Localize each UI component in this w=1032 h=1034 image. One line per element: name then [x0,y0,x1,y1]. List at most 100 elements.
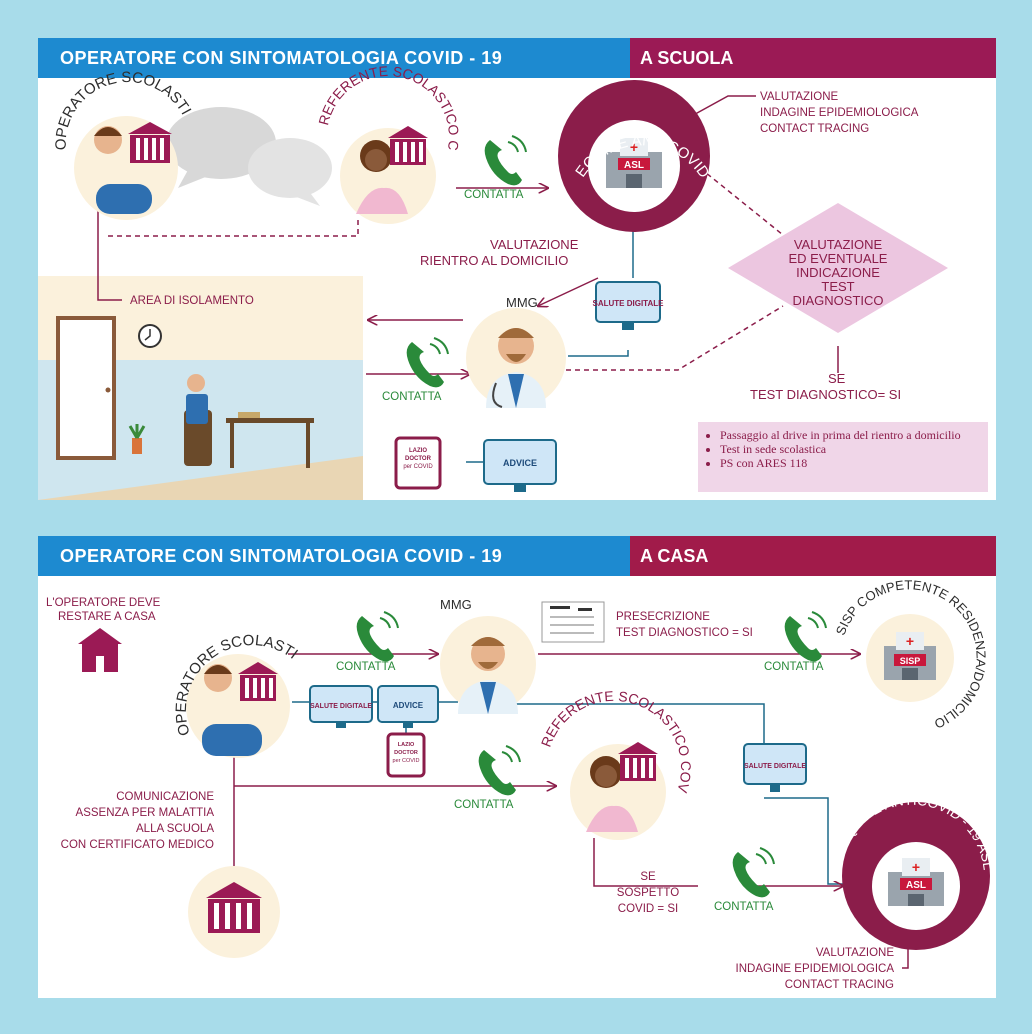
eval-line: VALUTAZIONE [760,91,839,103]
comm-line: CON CERTIFICATO MEDICO [60,839,214,851]
diamond-line: TEST [821,279,855,294]
lazio-line: per COVID [403,464,433,470]
advice-label: ADVICE [393,701,424,710]
contatta-label: CONTATTA [454,799,514,811]
panel-header: OPERATORE CON SINTOMATOLOGIA COVID - 19 … [38,38,996,78]
svg-text:+: + [912,859,920,875]
lazio-doctor-app-icon[interactable]: LAZIO DOCTOR per COVID [394,436,442,490]
door [56,316,116,460]
phone-icon[interactable] [784,611,827,662]
hospital-icon: + [888,858,944,906]
asl-label: ASL [624,160,644,171]
eval-line: INDAGINE EPIDEMIOLOGICA [735,963,894,975]
rientro-line: RIENTRO AL DOMICILIO [420,253,569,268]
eval-line: CONTACT TRACING [760,123,870,135]
sospetto-line: SOSPETTO [616,887,680,899]
mmg-label: MMG [440,597,472,612]
contatta-label: CONTATTA [764,661,824,673]
diamond-line: INDICAZIONE [796,265,880,280]
area-label: AREA DI ISOLAMENTO [130,295,254,307]
test-si-label: TEST DIAGNOSTICO= SI [750,387,902,402]
asl-label: ASL [906,880,926,891]
phone-icon[interactable] [406,337,449,388]
lazio-line: LAZIO [398,742,415,748]
prescr-line: TEST DIAGNOSTICO = SI [616,627,753,639]
contatta-label: CONTATTA [382,391,442,403]
speech-bubbles [166,107,332,206]
deve-line: RESTARE A CASA [58,611,156,623]
school-building-icon [188,866,280,958]
school-building-icon [238,662,278,701]
rientro-line: VALUTAZIONE [490,237,579,252]
header-title-magenta: A CASA [630,536,996,576]
bullet-item: PS con ARES 118 [720,456,988,470]
school-building-icon [388,126,428,165]
monitor-icon[interactable]: SALUTE DIGITALE [743,743,807,792]
svg-text:+: + [906,633,914,649]
school-building-icon [128,122,172,163]
panel-home-graphics: OPERATORE SCOLASTICO [38,536,996,969]
referente-avatar [570,742,666,840]
lazio-line: DOCTOR [394,750,418,756]
eval-line: CONTACT TRACING [784,979,894,991]
lazio-doctor-app-icon[interactable]: LAZIO DOCTOR per COVID [386,732,426,778]
comm-line: ALLA SCUOLA [136,823,214,835]
prescription-doc-icon [541,601,605,643]
bullet-item: Test in sede scolastica [720,442,988,456]
salute-label: SALUTE DIGITALE [593,299,665,308]
seated-person [184,374,212,466]
monitor-icon[interactable]: ADVICE [483,439,557,492]
phone-icon[interactable] [732,847,775,898]
se-label: SE [828,371,846,386]
hospital-icon: + [606,138,662,188]
referente-avatar [340,126,436,224]
phone-icon[interactable] [356,611,399,662]
contatta-label: CONTATTA [336,661,396,673]
sospetto-line: SE [640,871,656,883]
svg-text:+: + [630,139,638,155]
clock-icon [138,324,162,348]
sisp-badge-label: SISP [900,656,921,666]
diamond-line: ED EVENTUALE [788,251,888,266]
doctor-avatar [466,308,566,408]
mmg-label: MMG [506,295,538,310]
comm-line: COMUNICAZIONE [116,791,214,803]
school-building-icon [618,742,658,781]
doctor-avatar [440,616,536,714]
header-title-blue: OPERATORE CON SINTOMATOLOGIA COVID - 19 [38,536,630,576]
eval-line: VALUTAZIONE [815,947,894,959]
monitor-icon[interactable]: SALUTE DIGITALE [309,685,373,728]
header-title-magenta: A SCUOLA [630,38,996,78]
phone-icon[interactable] [484,135,527,186]
monitor-icon[interactable]: SALUTE DIGITALE [593,281,665,330]
eval-line: INDAGINE EPIDEMIOLOGICA [760,107,919,119]
salute-label: SALUTE DIGITALE [744,763,806,770]
operatore-avatar [74,116,178,220]
comm-line: ASSENZA PER MALATTIA [75,807,214,819]
decision-diamond [728,203,948,333]
header-title-blue: OPERATORE CON SINTOMATOLOGIA COVID - 19 [38,38,630,78]
diamond-line: VALUTAZIONE [793,237,883,252]
phone-icon[interactable] [478,745,521,796]
sospetto-line: COVID = SI [617,903,679,915]
test-options-box: Passaggio al drive in prima del rientro … [698,422,988,492]
panel-school-graphics: OPERATORE SCOLASTICO REFERENTE SCOLASTIC… [38,38,948,500]
plant-icon [128,424,146,454]
contatta-label: CONTATTA [464,189,524,201]
deve-line: L'OPERATORE DEVE [46,597,161,609]
diamond-line: DIAGNOSTICO [792,293,884,308]
panel-school: OPERATORE CON SINTOMATOLOGIA COVID - 19 … [38,38,996,500]
operatore-avatar [186,654,290,758]
lazio-line: LAZIO [409,448,427,454]
contatta-label: CONTATTA [714,901,774,913]
monitor-icon[interactable]: ADVICE [377,685,439,728]
prescr-line: PRESECRIZIONE [616,611,710,623]
sisp-badge: + SISP [866,614,954,702]
lazio-line: per COVID [393,758,420,764]
salute-label: SALUTE DIGITALE [310,703,372,710]
equipe-asl-badge: + ASL [842,802,990,950]
lazio-line: DOCTOR [405,456,432,462]
table [226,412,314,468]
hospital-icon: + [884,632,936,680]
panel-home: OPERATORE CON SINTOMATOLOGIA COVID - 19 … [38,536,996,998]
